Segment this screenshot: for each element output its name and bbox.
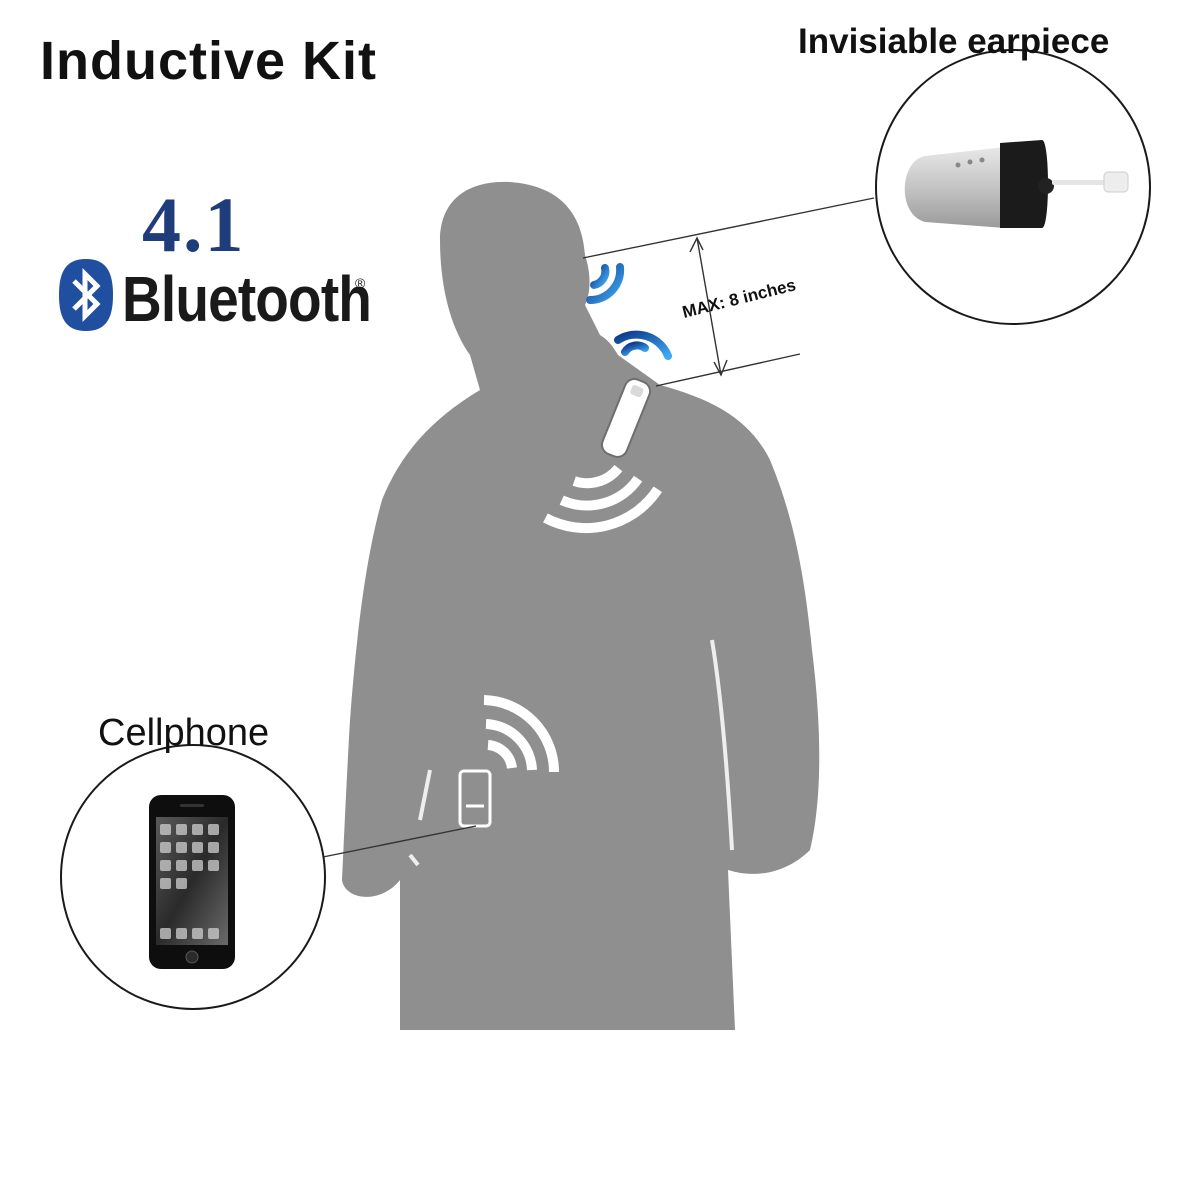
cellphone-callout (60, 744, 326, 1010)
person-silhouette (342, 181, 820, 1031)
cellphone-label: Cellphone (98, 712, 270, 754)
earpiece-label: Invisiable earpiece (798, 22, 1110, 61)
page-title: Inductive Kit (40, 31, 378, 91)
cellphone-leader-line (317, 825, 477, 859)
bluetooth-icon (59, 259, 113, 331)
registered-mark: ® (355, 275, 366, 291)
smartphone-icon (149, 795, 235, 969)
wireless-signal-icon (614, 330, 672, 360)
inductive-loop-icon (600, 378, 652, 458)
wireless-signal-icon (543, 464, 662, 534)
earpiece-leader-lines (582, 197, 875, 387)
distance-label: MAX: 8 inches (680, 275, 797, 322)
wireless-signal-icon (586, 263, 625, 305)
earpiece-callout (875, 49, 1151, 325)
bluetooth-version: 4.1 (142, 181, 246, 268)
distance-arrow (689, 236, 728, 377)
bluetooth-wordmark: Bluetooth (122, 263, 372, 335)
earpiece-icon (904, 140, 1129, 228)
wireless-signal-icon (483, 695, 559, 773)
clothing-highlights (408, 639, 734, 867)
